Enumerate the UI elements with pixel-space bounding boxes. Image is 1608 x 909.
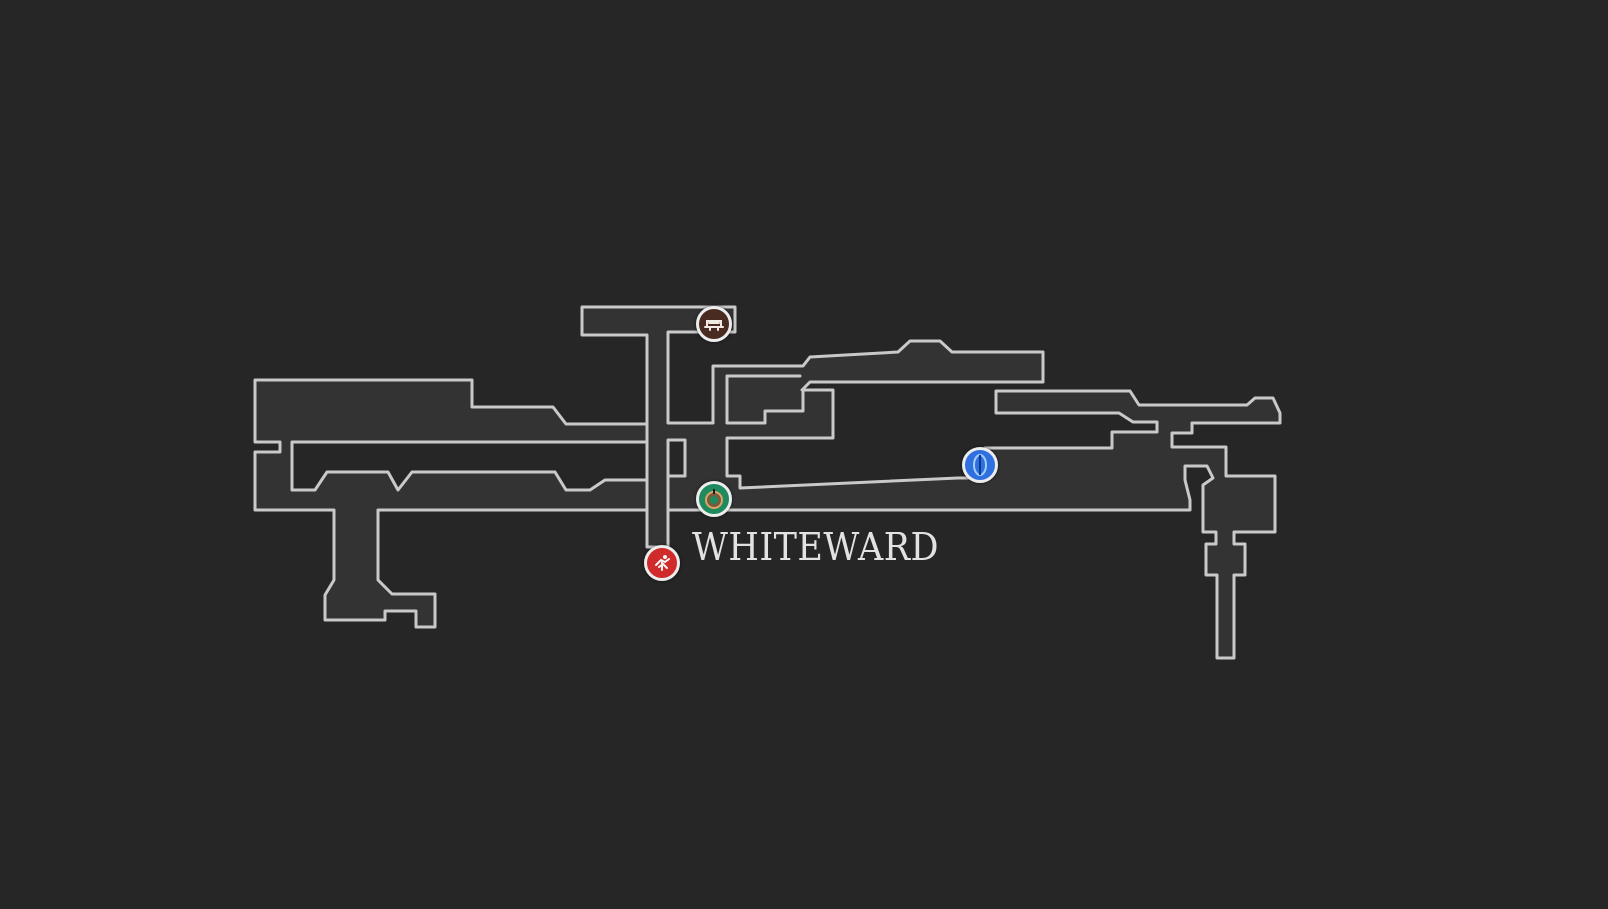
shop-pin[interactable] — [696, 481, 732, 517]
vendor-pin[interactable] — [644, 545, 680, 581]
map-inner-wall — [725, 374, 805, 425]
map-room-west — [253, 378, 649, 629]
bench-pin[interactable] — [696, 306, 732, 342]
warp-pin[interactable] — [962, 447, 998, 483]
map-room-north-shaft — [580, 305, 1282, 660]
bench-icon — [704, 320, 724, 331]
ring-shop-icon — [705, 489, 723, 509]
traveller-icon — [655, 555, 670, 571]
portal-icon — [973, 454, 987, 476]
area-name-label: WHITEWARD — [692, 525, 940, 569]
